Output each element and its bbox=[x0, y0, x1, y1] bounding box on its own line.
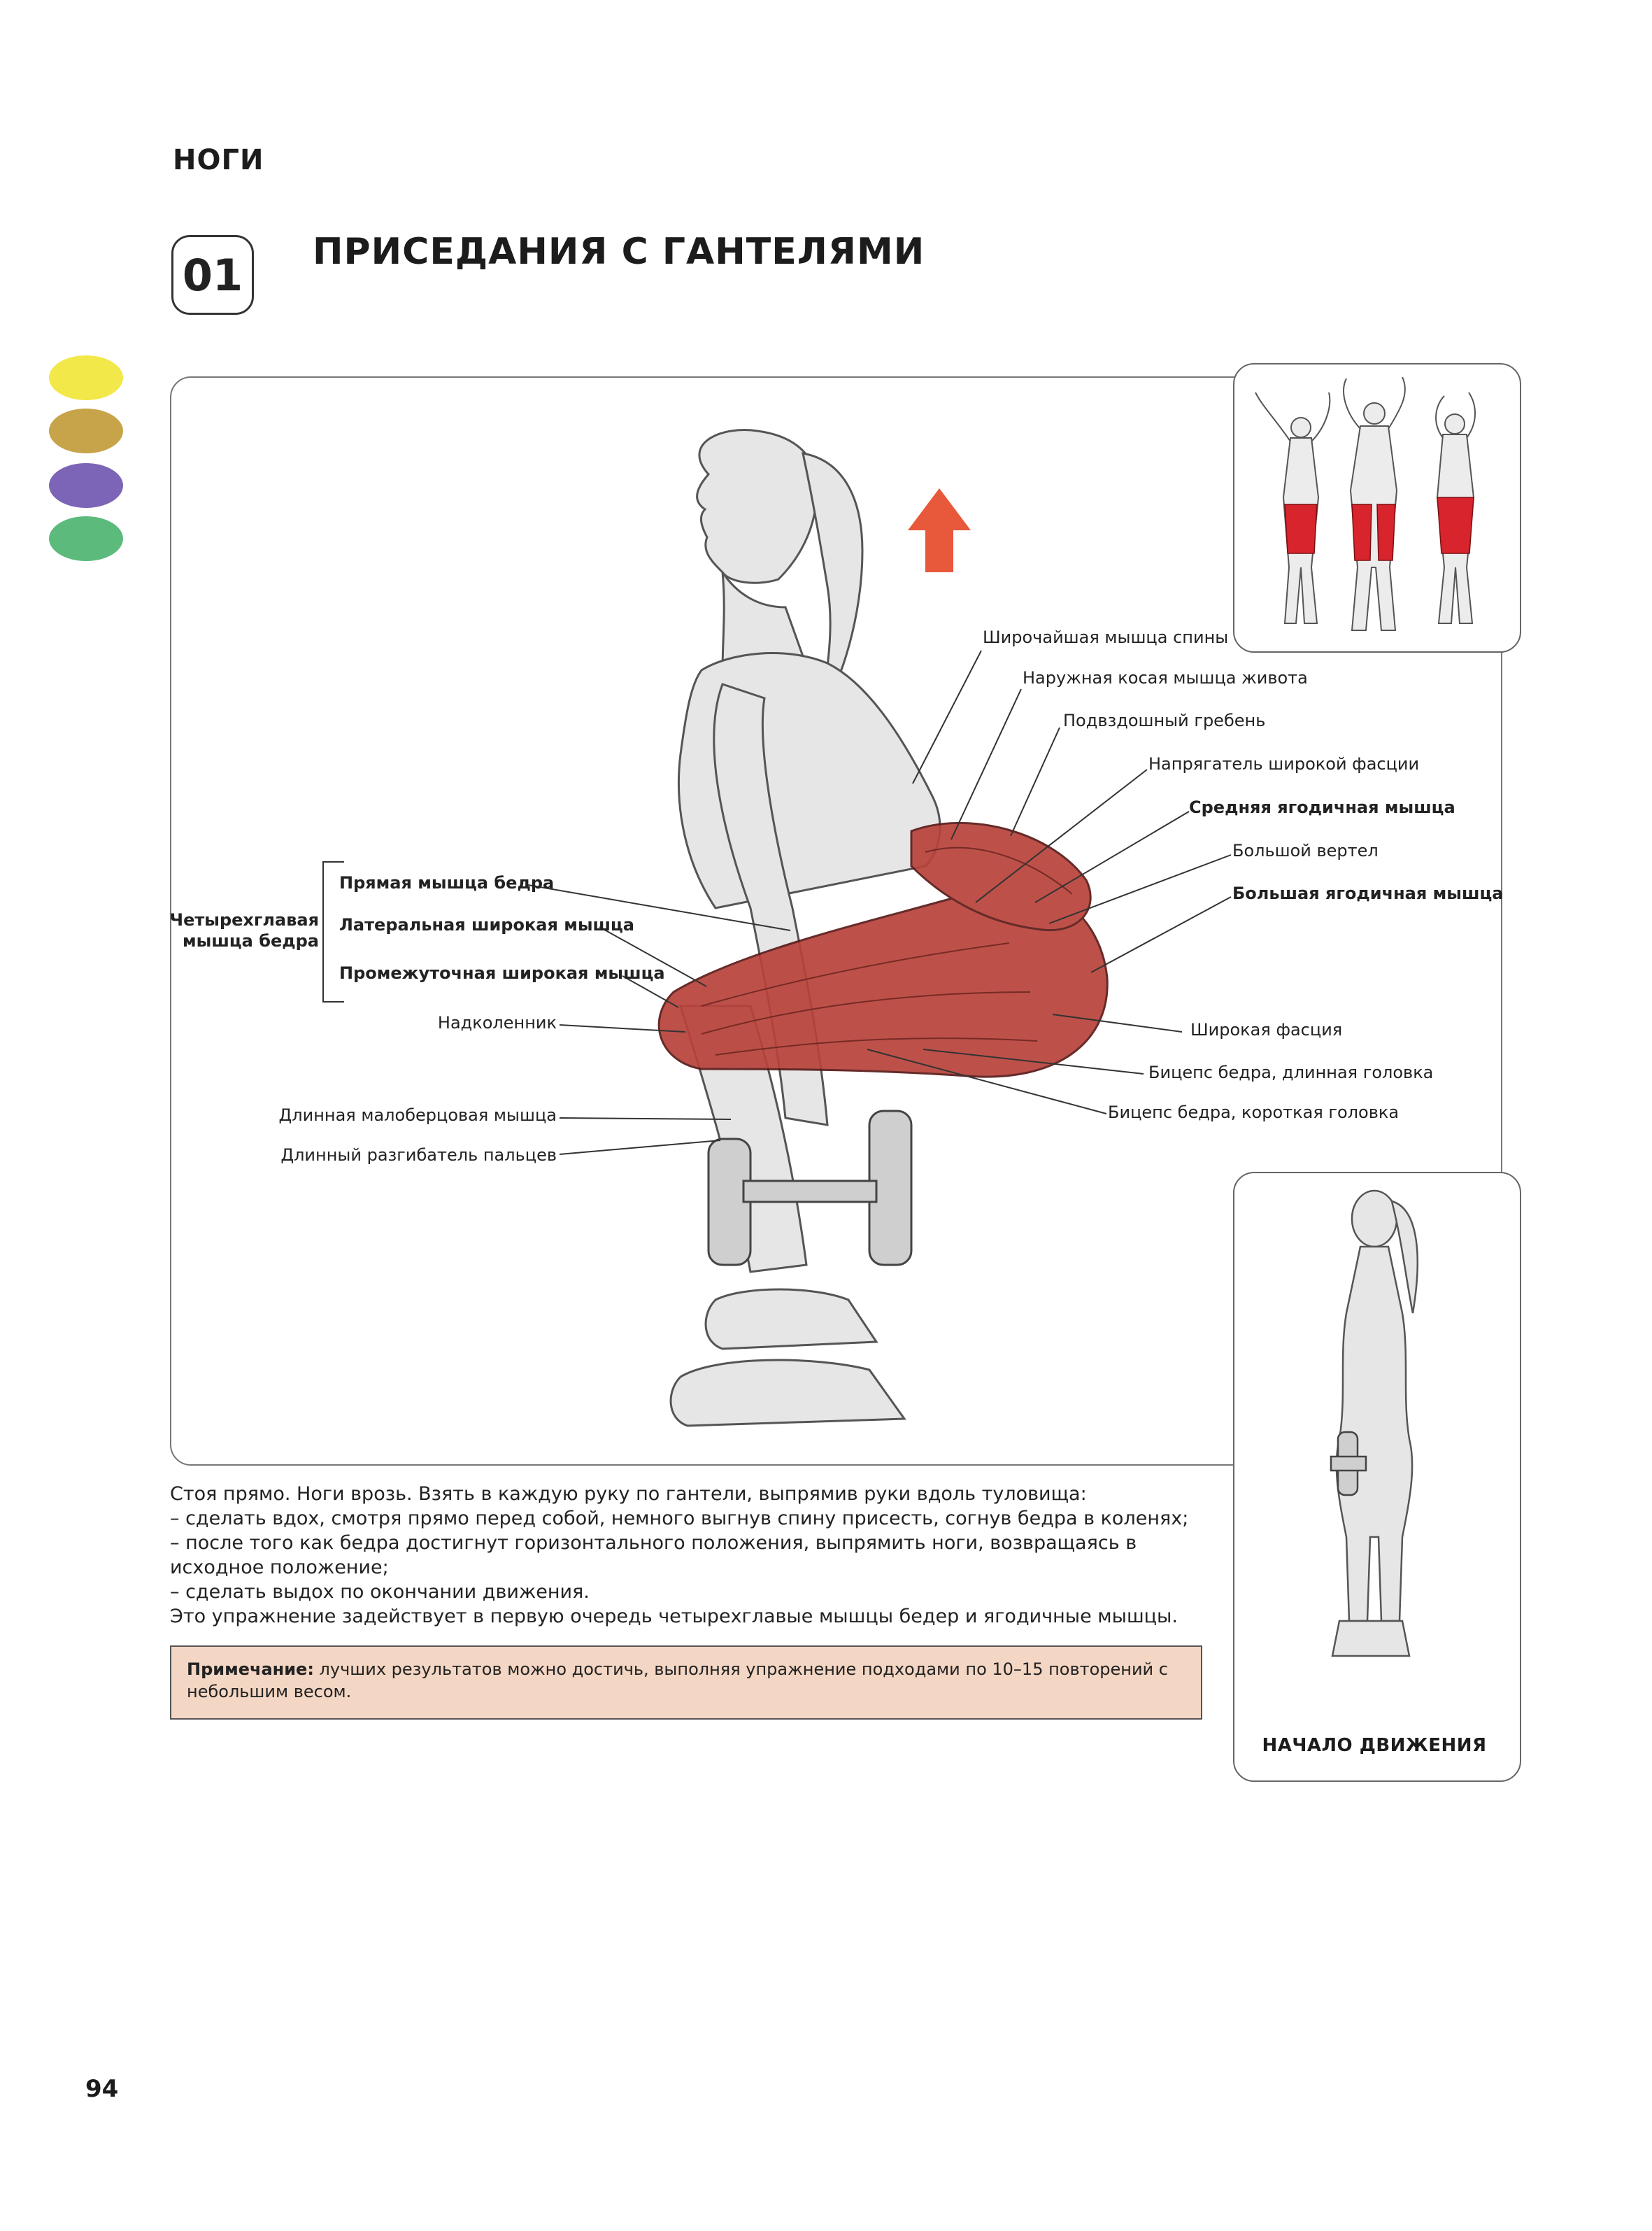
color-dot-purple bbox=[49, 463, 123, 508]
section-title: НОГИ bbox=[173, 144, 264, 176]
label-vastus-lateralis: Латеральная широкая мышца bbox=[339, 915, 635, 935]
description-line: – сделать выдох по окончании движения. bbox=[170, 1581, 590, 1603]
color-dot-ochre bbox=[49, 409, 123, 453]
label-biceps-femoris-short: Бицепс бедра, короткая головка bbox=[1108, 1103, 1400, 1122]
label-peroneus-longus: Длинная малоберцовая мышца bbox=[278, 1105, 557, 1125]
label-tensor-fasciae-latae: Напрягатель широкой фасции bbox=[1148, 754, 1420, 774]
label-rectus-femoris: Прямая мышца бедра bbox=[339, 873, 555, 893]
muscle-map-inset bbox=[1233, 363, 1521, 653]
label-greater-trochanter: Большой вертел bbox=[1232, 841, 1379, 860]
note-box: Примечание: лучших результатов можно дос… bbox=[170, 1645, 1202, 1720]
page-number: 94 bbox=[85, 2075, 119, 2103]
description-line: Это упражнение задействует в первую очер… bbox=[170, 1606, 1178, 1627]
description-line: Стоя прямо. Ноги врозь. Взять в каждую р… bbox=[170, 1483, 1087, 1505]
exercise-title: ПРИСЕДАНИЯ С ГАНТЕЛЯМИ bbox=[313, 231, 925, 273]
label-patella: Надколенник bbox=[437, 1013, 557, 1033]
label-vastus-intermedius: Промежуточная широкая мышца bbox=[339, 963, 665, 983]
label-fascia-lata: Широкая фасция bbox=[1190, 1020, 1343, 1040]
squat-figure-illustration bbox=[657, 429, 1109, 1427]
label-biceps-femoris-long: Бицепс бедра, длинная головка bbox=[1148, 1063, 1434, 1082]
label-latissimus-dorsi: Широчайшая мышца спины bbox=[983, 628, 1229, 647]
description-line: – сделать вдох, смотря прямо перед собой… bbox=[170, 1508, 1189, 1529]
label-extensor-digitorum-longus: Длинный разгибатель пальцев bbox=[280, 1145, 557, 1165]
label-quadriceps-group: Четырехглавая мышца бедра bbox=[169, 910, 319, 951]
start-position-inset bbox=[1233, 1172, 1521, 1782]
exercise-number: 01 bbox=[171, 235, 254, 315]
exercise-description: Стоя прямо. Ноги врозь. Взять в каждую р… bbox=[170, 1482, 1205, 1629]
label-gluteus-maximus: Большая ягодичная мышца bbox=[1232, 884, 1504, 903]
main-illustration-frame bbox=[170, 376, 1502, 1466]
label-gluteus-medius: Средняя ягодичная мышца bbox=[1189, 798, 1455, 817]
note-text: лучших результатов можно достичь, выполн… bbox=[187, 1659, 1168, 1701]
color-dot-green bbox=[49, 516, 123, 561]
color-dot-yellow bbox=[49, 355, 123, 400]
start-position-label: НАЧАЛО ДВИЖЕНИЯ bbox=[1262, 1735, 1487, 1756]
note-label: Примечание: bbox=[187, 1659, 314, 1679]
muscle-map-figures bbox=[1255, 376, 1476, 631]
description-line: – после того как бедра достигнут горизон… bbox=[170, 1532, 1137, 1578]
start-position-figure bbox=[1330, 1189, 1418, 1657]
label-external-oblique: Наружная косая мышца живота bbox=[1023, 668, 1308, 688]
label-iliac-crest: Подвздошный гребень bbox=[1063, 711, 1266, 730]
